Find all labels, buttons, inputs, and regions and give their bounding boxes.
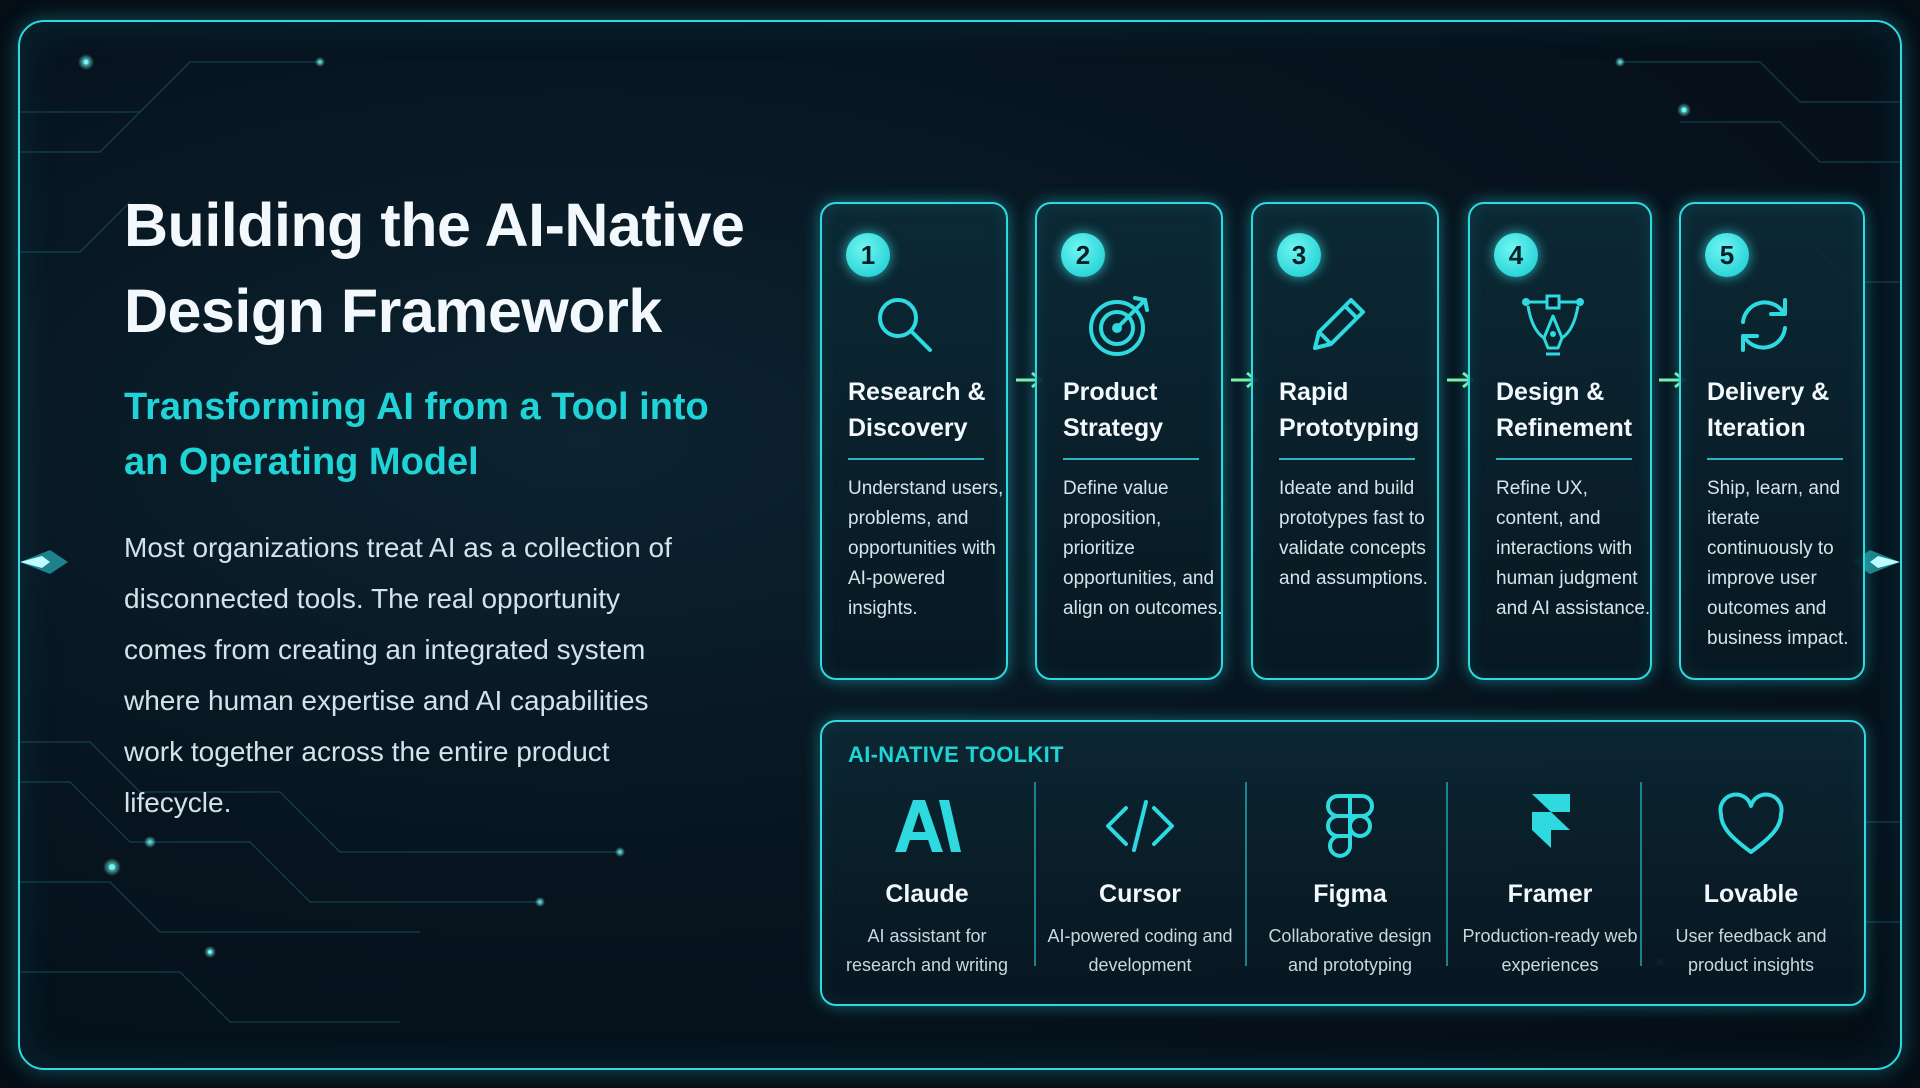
step-card-design: 4 Design & Refinement Refine UX, content…: [1468, 202, 1652, 680]
page-title: Building the AI-Native Design Framework: [124, 191, 745, 345]
claude-logo-icon: [895, 800, 961, 852]
step-title: Rapid Prototyping: [1279, 378, 1420, 442]
step-description: Ideate and build prototypes fast to vali…: [1279, 478, 1428, 589]
tool-divider: [1446, 782, 1448, 966]
tool-name: Figma: [1313, 880, 1387, 908]
step-number-badge: 3: [1277, 233, 1321, 277]
step-description: Understand users, problems, and opportun…: [848, 478, 1004, 619]
step-card-prototyping: 3 Rapid Prototyping Ideate and build pro…: [1251, 202, 1439, 680]
code-brackets-icon: [1106, 800, 1174, 852]
tool-claude: Claude AI assistant for research and wri…: [832, 778, 1022, 988]
pencil-icon: [1313, 298, 1365, 350]
tool-divider: [1034, 782, 1036, 966]
tool-lovable: Lovable User feedback and product insigh…: [1648, 778, 1854, 988]
step-card-delivery: 5 Delivery & Iteration Ship, learn, and …: [1679, 202, 1865, 680]
tool-divider: [1245, 782, 1247, 966]
step-card-research: 1 Research & Discovery Understand users,…: [820, 202, 1008, 680]
step-number-badge: 4: [1494, 233, 1538, 277]
toolkit-label: AI-NATIVE TOOLKIT: [848, 742, 1064, 767]
heart-icon: [1718, 792, 1784, 854]
framework-panel: Building the AI-Native Design Framework …: [18, 20, 1902, 1070]
ai-native-toolkit: AI-NATIVE TOOLKIT Claude AI assistant fo…: [820, 720, 1866, 1006]
step-divider: [1063, 458, 1199, 460]
tool-description: AI-powered coding and development: [1047, 926, 1233, 975]
tool-name: Claude: [885, 880, 969, 908]
tool-description: User feedback and product insights: [1675, 926, 1827, 975]
step-number-badge: 1: [846, 233, 890, 277]
tool-cursor: Cursor AI-powered coding and development: [1042, 778, 1238, 988]
step-number-badge: 5: [1705, 233, 1749, 277]
step-title: Delivery & Iteration: [1707, 378, 1830, 442]
tool-name: Lovable: [1703, 880, 1799, 908]
tool-framer: Framer Production-ready web experiences: [1452, 778, 1648, 988]
step-card-strategy: 2 Product Strategy Define value proposit…: [1035, 202, 1223, 680]
step-description: Refine UX, content, and interactions wit…: [1496, 478, 1651, 619]
tool-description: Collaborative design and prototyping: [1268, 926, 1432, 975]
left-edge-glow-icon: [20, 550, 68, 574]
intro-paragraph: Most organizations treat AI as a collect…: [124, 532, 672, 818]
figma-logo-icon: [1326, 794, 1374, 858]
step-title: Design & Refinement: [1496, 378, 1633, 442]
step-title: Research & Discovery: [848, 378, 986, 442]
step-divider: [848, 458, 984, 460]
refresh-icon: [1741, 298, 1787, 352]
step-number-badge: 2: [1061, 233, 1105, 277]
tool-figma: Figma Collaborative design and prototypi…: [1252, 778, 1448, 988]
tool-description: AI assistant for research and writing: [845, 926, 1009, 975]
tool-divider: [1640, 782, 1642, 966]
framer-logo-icon: [1532, 794, 1570, 848]
step-title: Product Strategy: [1063, 378, 1164, 442]
search-icon: [878, 298, 932, 352]
step-divider: [1496, 458, 1632, 460]
target-icon: [1089, 296, 1149, 356]
tool-name: Cursor: [1099, 880, 1181, 908]
tool-name: Framer: [1507, 880, 1593, 908]
page-subtitle: Transforming AI from a Tool into an Oper…: [124, 386, 709, 483]
pen-tool-icon: [1522, 294, 1584, 356]
framework-steps: 1 Research & Discovery Understand users,…: [820, 202, 1866, 682]
step-description: Define value proposition, prioritize opp…: [1063, 478, 1223, 619]
step-divider: [1279, 458, 1415, 460]
step-divider: [1707, 458, 1843, 460]
step-description: Ship, learn, and iterate continuously to…: [1707, 478, 1849, 649]
tool-description: Production-ready web experiences: [1462, 926, 1638, 975]
